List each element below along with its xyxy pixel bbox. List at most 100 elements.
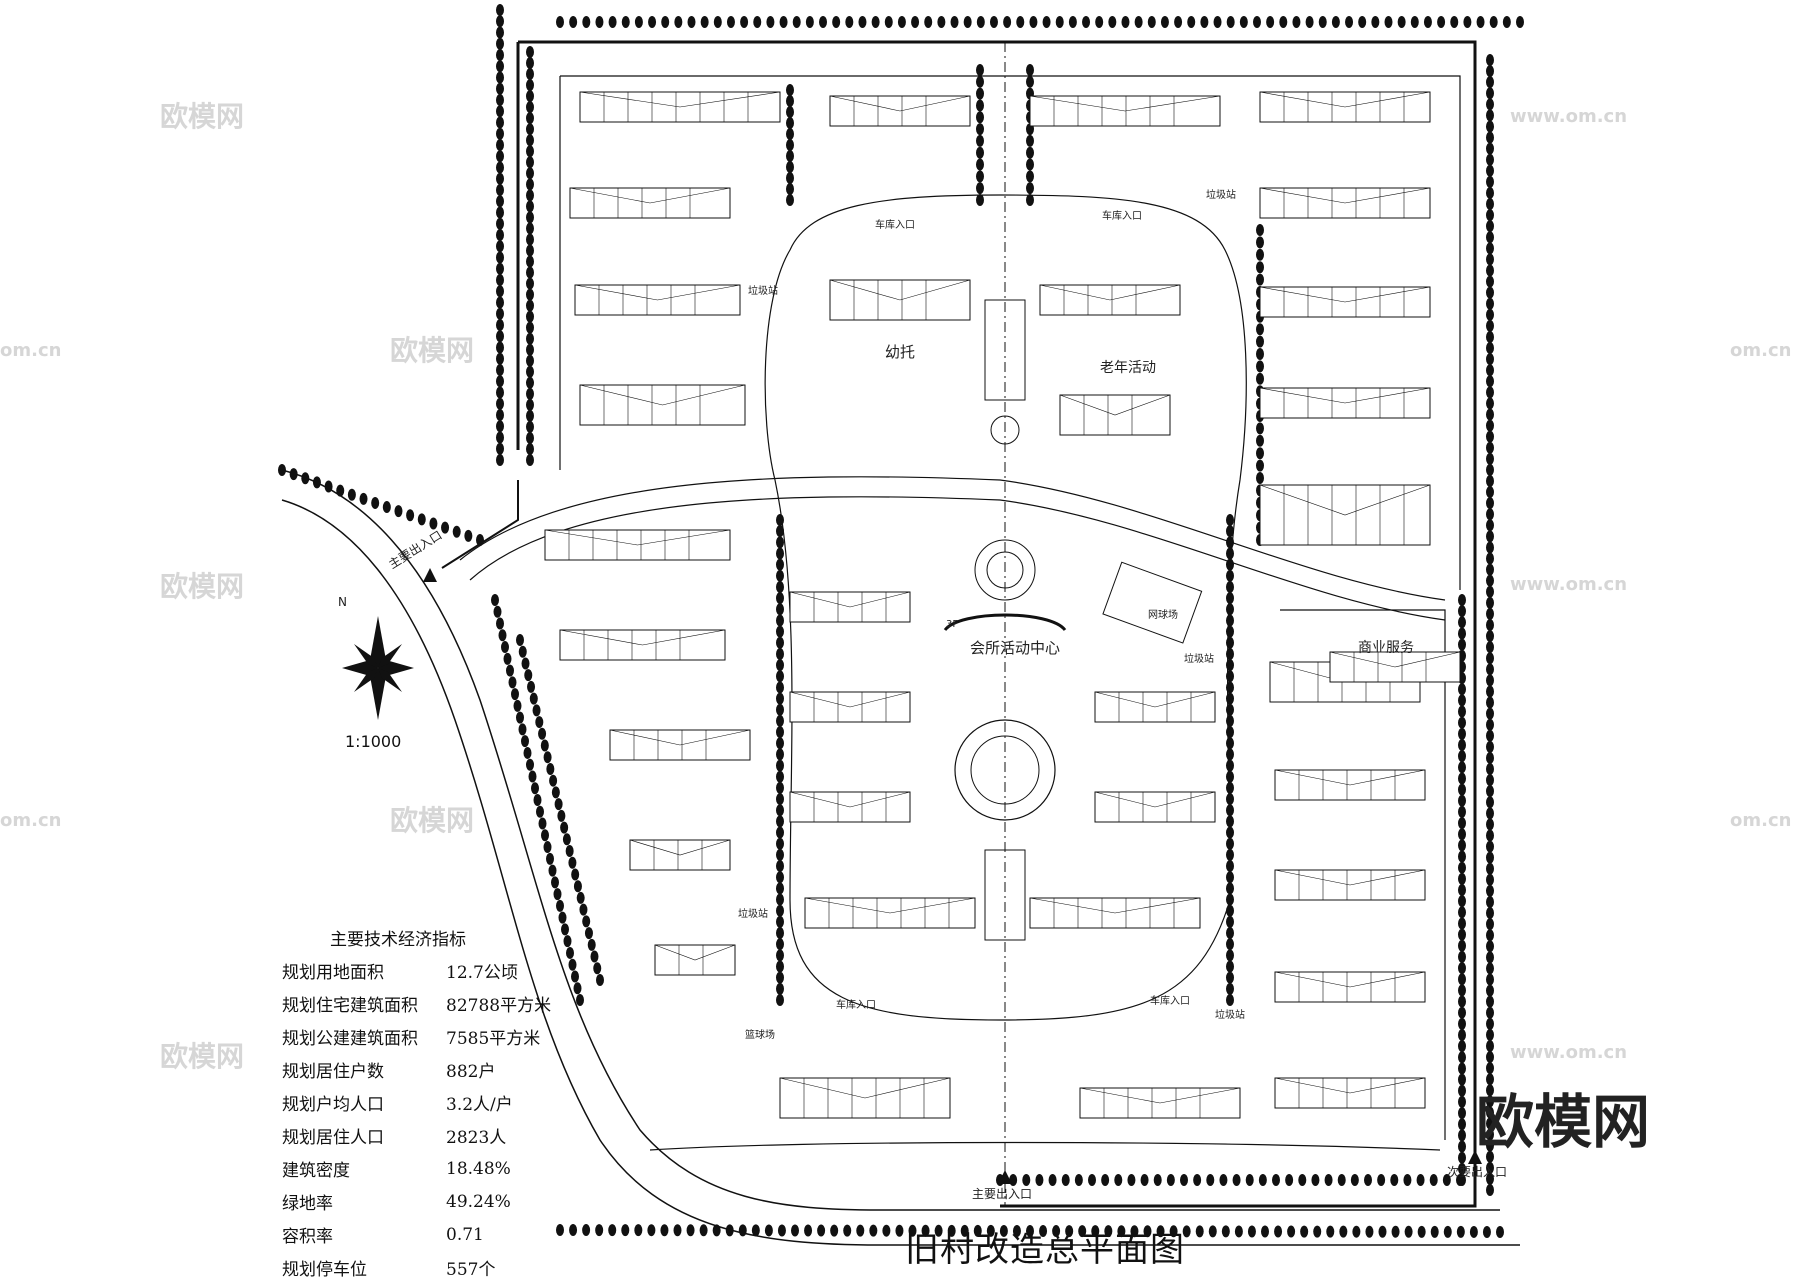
- tree: [776, 569, 784, 582]
- tree: [1226, 882, 1234, 895]
- tree: [786, 128, 794, 140]
- tree: [554, 798, 563, 811]
- tree: [526, 255, 534, 268]
- tree: [1486, 286, 1494, 299]
- tree: [1088, 1174, 1096, 1186]
- tree: [1226, 737, 1234, 750]
- tree: [526, 233, 534, 246]
- roof-lines: [1329, 651, 1461, 682]
- main-entrance-west-label: 主要出入口: [386, 528, 444, 572]
- tree: [1486, 153, 1494, 166]
- tree: [776, 592, 784, 605]
- roof-lines: [579, 91, 781, 122]
- tree: [764, 1224, 773, 1237]
- indicator-label: 规划住宅建筑面积: [282, 996, 418, 1016]
- tree: [976, 99, 984, 112]
- tree: [406, 509, 415, 522]
- tree: [496, 206, 504, 219]
- tree: [1226, 569, 1234, 582]
- tree: [582, 1224, 591, 1237]
- scale-label: 1:1000: [345, 732, 402, 751]
- tree: [871, 16, 880, 28]
- tree: [686, 1224, 695, 1237]
- tree: [562, 833, 571, 846]
- roof-lines: [1259, 484, 1431, 545]
- tree: [526, 112, 534, 125]
- tree: [441, 521, 450, 534]
- tree: [776, 860, 784, 873]
- tree: [496, 341, 504, 354]
- tree: [1486, 342, 1494, 355]
- roof-lines: [789, 791, 911, 822]
- tree: [506, 664, 514, 677]
- tree: [1458, 761, 1466, 774]
- sports-court-label: 篮球场: [745, 1028, 775, 1041]
- tree: [526, 387, 534, 400]
- tree: [934, 1224, 943, 1237]
- tree: [571, 970, 579, 983]
- tree: [776, 770, 784, 783]
- tree: [805, 16, 814, 28]
- tree: [1486, 441, 1494, 454]
- tree: [508, 676, 517, 689]
- tree: [1458, 906, 1466, 919]
- tree: [1458, 694, 1466, 707]
- tree: [496, 150, 504, 163]
- tree: [882, 1224, 891, 1237]
- tree: [1082, 16, 1091, 28]
- tree: [1458, 850, 1466, 863]
- tree: [1458, 1051, 1466, 1064]
- tree: [1221, 1225, 1230, 1238]
- tree: [1226, 871, 1234, 884]
- tree: [496, 442, 504, 455]
- tree: [1496, 1226, 1504, 1238]
- brand-logo: 欧模网: [1476, 1088, 1651, 1156]
- tree: [1256, 348, 1264, 360]
- tree: [1226, 793, 1234, 806]
- tree: [786, 117, 794, 129]
- tree: [496, 229, 504, 241]
- tree: [496, 195, 504, 208]
- tree: [1026, 170, 1034, 183]
- roof-lines: [1094, 691, 1216, 722]
- tree: [1339, 1225, 1348, 1238]
- tree: [1486, 907, 1494, 920]
- tree: [1256, 261, 1264, 274]
- tree: [1458, 939, 1466, 952]
- tree: [526, 189, 534, 202]
- tree: [819, 16, 828, 28]
- tree: [1458, 627, 1466, 640]
- tree: [528, 770, 537, 783]
- tree: [1486, 763, 1494, 776]
- tree: [1272, 1174, 1280, 1186]
- roof-lines: [569, 187, 731, 218]
- tree: [776, 625, 784, 638]
- tree: [1256, 422, 1264, 435]
- tree: [1486, 1172, 1494, 1185]
- tree: [538, 727, 547, 740]
- tree: [526, 156, 534, 169]
- tree: [776, 681, 784, 694]
- roof-lines: [1274, 869, 1426, 900]
- tree: [1226, 770, 1234, 783]
- tree: [792, 16, 801, 28]
- tree: [1463, 16, 1472, 28]
- tree: [858, 16, 867, 28]
- tree: [394, 505, 403, 518]
- tree: [751, 1224, 760, 1237]
- buildings: [544, 91, 1461, 1119]
- tree: [526, 178, 534, 191]
- tree: [1226, 525, 1234, 538]
- tree: [1226, 580, 1234, 593]
- indicator-value: 557个: [446, 1260, 496, 1280]
- tree: [895, 1224, 904, 1237]
- tree: [1486, 951, 1494, 964]
- tree: [845, 16, 854, 28]
- watermark: om.cn: [0, 810, 61, 831]
- tree: [1026, 64, 1034, 76]
- tree: [584, 927, 593, 940]
- tree: [1486, 231, 1494, 244]
- tree: [976, 75, 984, 88]
- roof-lines: [1259, 387, 1431, 418]
